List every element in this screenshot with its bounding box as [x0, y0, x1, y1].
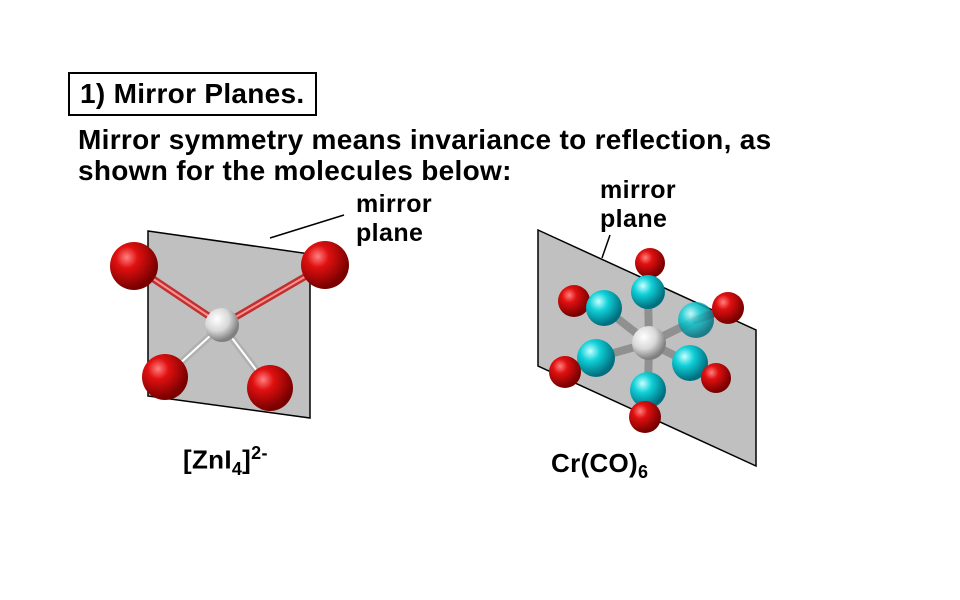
formula-charge: 2-: [251, 443, 268, 463]
iodine-atom: [110, 242, 158, 290]
zinc-atom: [205, 308, 239, 342]
plane-label-line-2: plane: [600, 205, 668, 233]
oxygen-atom: [629, 401, 661, 433]
carbon-atom: [678, 302, 714, 338]
oxygen-atom: [701, 363, 731, 393]
crco6-molecule: [537, 228, 757, 468]
plane-label-line-1: mirror: [600, 176, 677, 204]
iodine-atom: [247, 365, 293, 411]
iodine-atom: [301, 241, 349, 289]
oxygen-atom: [712, 292, 744, 324]
intro-text: Mirror symmetry means invariance to refl…: [78, 124, 898, 186]
chromium-atom: [632, 326, 666, 360]
leader-line-left: [269, 214, 345, 239]
leader-line-right: [601, 234, 611, 259]
formula-base: Cr(CO): [551, 448, 639, 478]
carbon-atom: [586, 290, 622, 326]
intro-line-2: shown for the molecules below:: [78, 155, 512, 186]
section-title-text: 1) Mirror Planes.: [80, 78, 305, 109]
formula-crco6: Cr(CO)6: [551, 448, 648, 483]
carbon-atom: [577, 339, 615, 377]
formula-subscript: 4: [231, 458, 243, 479]
formula-base: [ZnI: [183, 444, 232, 475]
mirror-plane-label-right: mirror plane: [600, 176, 676, 234]
oxygen-atom: [635, 248, 665, 278]
plane-label-line-2: plane: [356, 219, 424, 247]
mirror-plane-label-left: mirror plane: [356, 190, 432, 248]
oxygen-atom: [549, 356, 581, 388]
carbon-atom: [630, 372, 666, 408]
formula-zni4: [ZnI4]2-: [183, 443, 268, 480]
section-title: 1) Mirror Planes.: [68, 72, 317, 116]
oxygen-atom: [558, 285, 590, 317]
iodine-atom: [142, 354, 188, 400]
formula-bracket: ]: [242, 444, 252, 475]
plane-label-line-1: mirror: [356, 190, 433, 218]
carbon-atom: [631, 275, 665, 309]
formula-subscript: 6: [638, 462, 649, 483]
carbon-atom: [672, 345, 708, 381]
intro-line-1: Mirror symmetry means invariance to refl…: [78, 124, 772, 155]
zni4-molecule: [110, 214, 349, 419]
